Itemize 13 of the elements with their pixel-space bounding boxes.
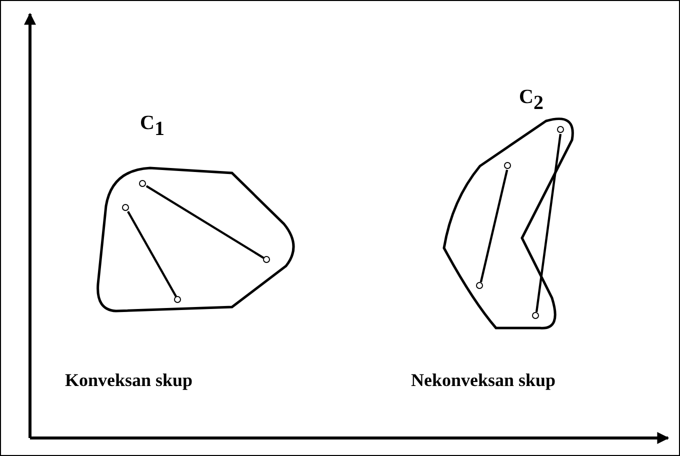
set-caption: Nekonveksan skup	[411, 370, 556, 391]
point-marker	[174, 296, 181, 303]
point-marker	[504, 162, 511, 169]
point-marker	[532, 312, 539, 319]
point-marker	[476, 282, 483, 289]
point-marker	[139, 180, 146, 187]
point-marker	[122, 204, 129, 211]
line-segment	[127, 210, 177, 298]
line-segment	[146, 185, 264, 259]
point-marker	[557, 126, 564, 133]
line-segment	[480, 170, 508, 282]
set-caption: Konveksan skup	[65, 370, 193, 391]
point-marker	[263, 256, 270, 263]
